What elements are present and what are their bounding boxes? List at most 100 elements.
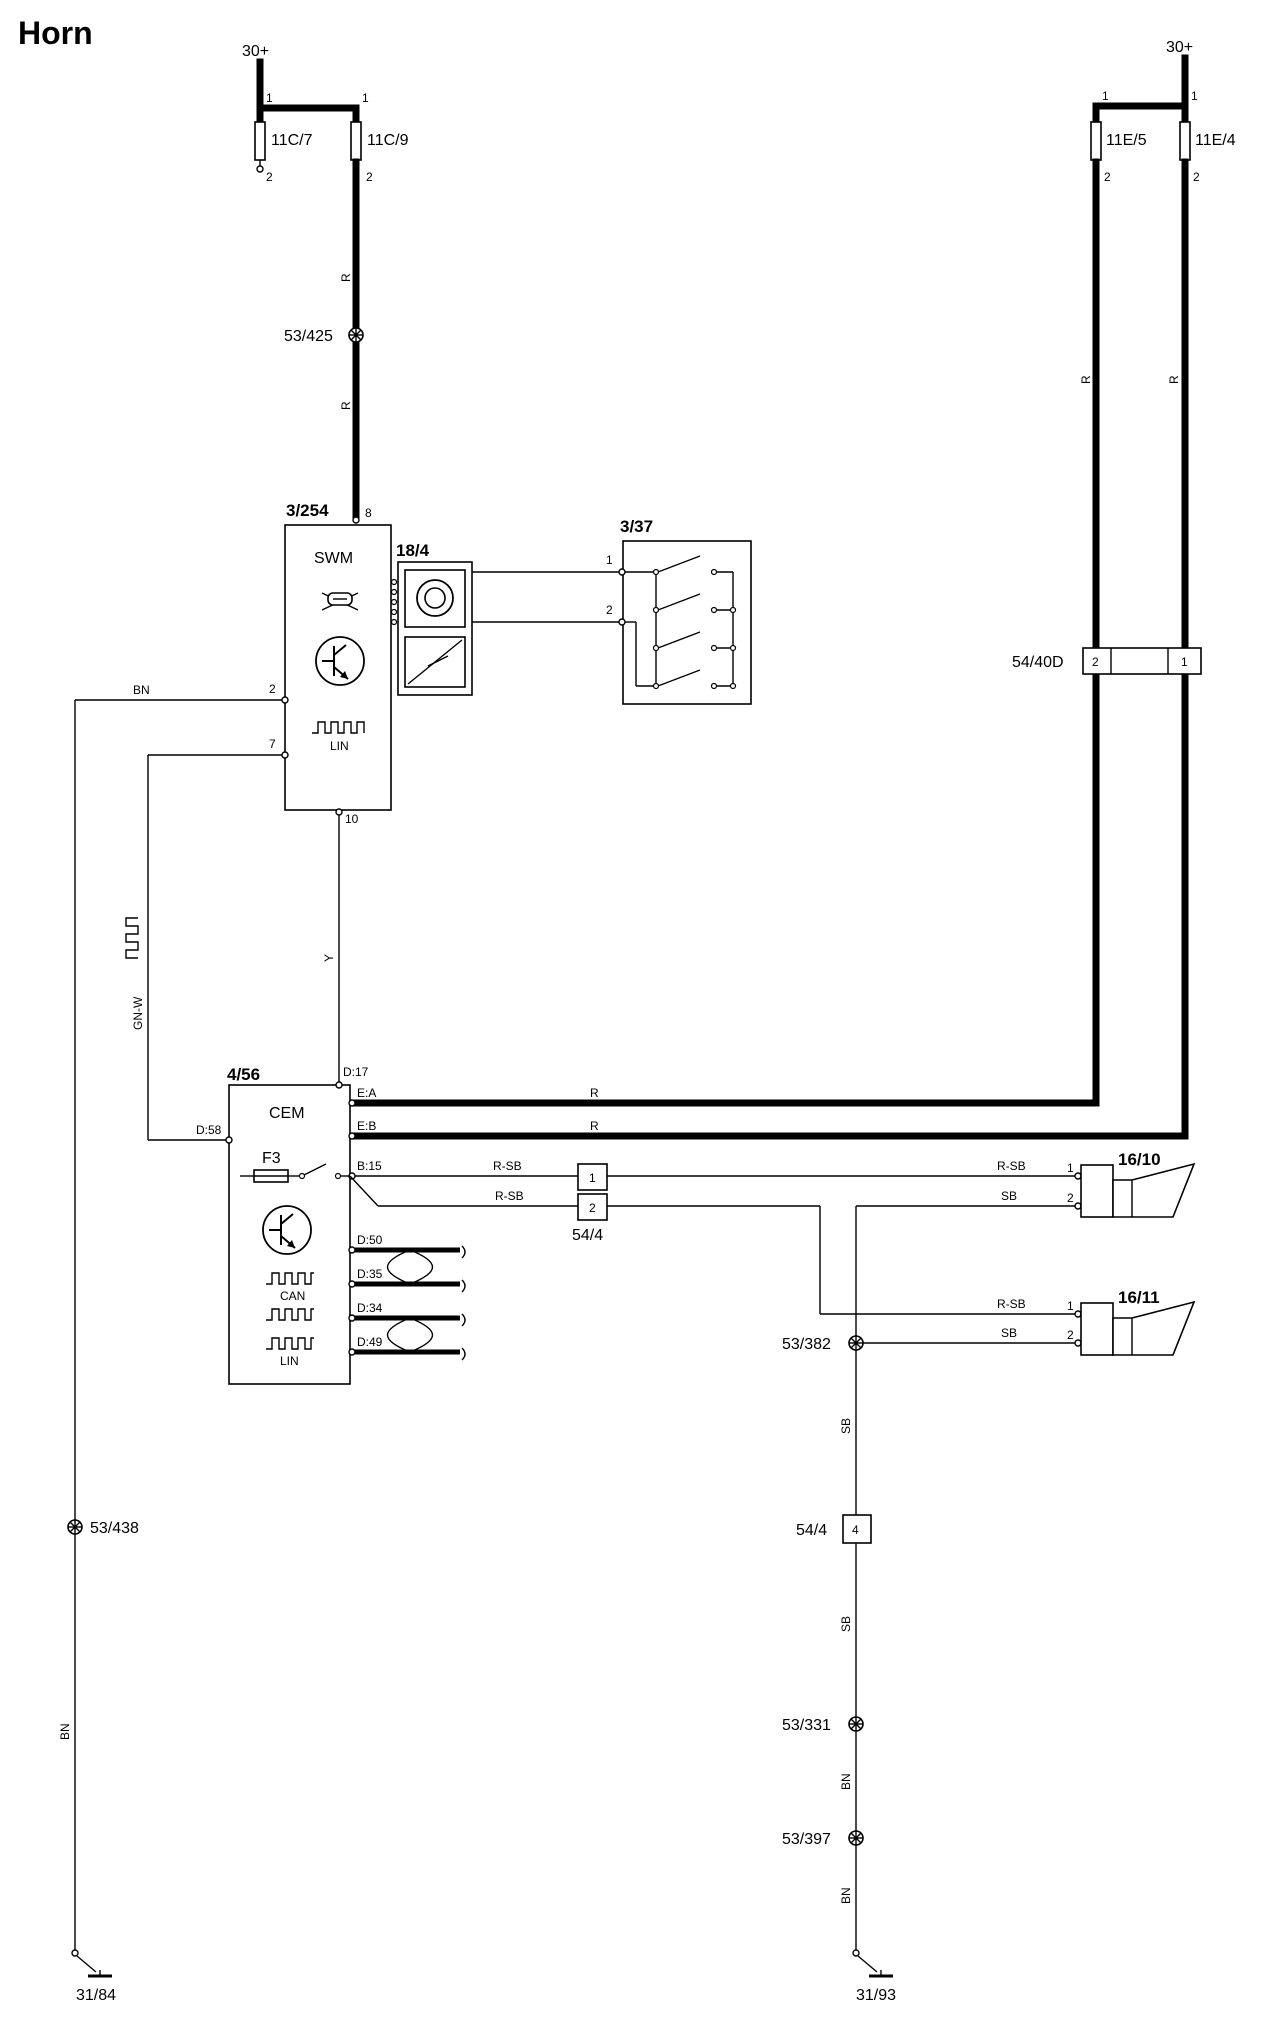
lamp-icon <box>321 592 359 611</box>
fuse-label-11e4: 11E/4 <box>1195 132 1236 149</box>
svg-text:R-SB: R-SB <box>493 1159 522 1173</box>
svg-text:2: 2 <box>606 603 613 617</box>
supply-label-right: 30+ <box>1166 39 1193 56</box>
cem-module: 4/56 CEM D:17 D:58 E:A E:B B:15 F3 <box>196 1065 383 1385</box>
horn-switch-label: 3/37 <box>620 517 653 536</box>
splice-label-53-438: 53/438 <box>90 1520 139 1537</box>
supply-right: 30+ <box>1092 39 1193 126</box>
svg-text:2: 2 <box>1193 170 1200 184</box>
svg-text:Y: Y <box>322 954 336 962</box>
can-bus-wires <box>355 1245 466 1361</box>
svg-text:E:A: E:A <box>357 1086 376 1100</box>
svg-text:D:17: D:17 <box>343 1065 369 1079</box>
horn-label-16-10: 16/10 <box>1118 1150 1161 1169</box>
supply-label-left: 30+ <box>242 43 269 60</box>
svg-text:2: 2 <box>1092 655 1099 669</box>
ground-31-93: 31/93 <box>852 1949 896 2004</box>
fuse-11c7: 1 2 11C/7 <box>254 91 313 184</box>
fuse-11c9: 1 2 11C/9 <box>350 91 409 184</box>
svg-text:1: 1 <box>266 91 273 105</box>
horn-label-16-11: 16/11 <box>1118 1288 1160 1307</box>
fuse-label-11e5: 11E/5 <box>1106 132 1147 149</box>
svg-text:B:15: B:15 <box>357 1159 382 1173</box>
switch-contacts <box>652 555 737 690</box>
swm-lin-label: LIN <box>330 739 349 753</box>
svg-text:D:34: D:34 <box>357 1301 383 1315</box>
cem-lin-label: LIN <box>280 1354 299 1368</box>
fuse-label-11c7: 11C/7 <box>271 132 313 149</box>
svg-text:2: 2 <box>1104 170 1111 184</box>
fuse-11e5: 1 2 11E/5 <box>1090 89 1147 184</box>
wire-y: Y <box>322 815 340 1083</box>
svg-text:R-SB: R-SB <box>997 1297 1026 1311</box>
svg-text:2: 2 <box>366 170 373 184</box>
svg-text:R: R <box>339 401 353 410</box>
connector-label-54-4-top: 54/4 <box>572 1227 603 1244</box>
svg-text:2: 2 <box>1067 1191 1074 1205</box>
svg-text:GN-W: GN-W <box>131 996 145 1030</box>
splice-label-53-382: 53/382 <box>782 1336 831 1353</box>
svg-text:R: R <box>590 1119 599 1133</box>
svg-text:SB: SB <box>1001 1326 1017 1340</box>
svg-text:1: 1 <box>1067 1299 1074 1313</box>
horn-16-10: 16/10 1 2 <box>1067 1150 1196 1218</box>
wire-r-sb: R-SB R-SB R-SB R-SB <box>349 1159 1075 1315</box>
cem-lin-pulse-icon <box>266 1337 314 1350</box>
supply-left: 30+ <box>242 43 360 126</box>
splice-label-53-397: 53/397 <box>782 1831 831 1848</box>
svg-text:D:35: D:35 <box>357 1267 383 1281</box>
diagram-title: Horn <box>18 15 93 51</box>
wire-lower-right: SB 53/331 BN 53/397 BN <box>782 1543 864 1950</box>
connector-54-4-top: 1 2 54/4 <box>572 1163 608 1244</box>
svg-text:1: 1 <box>1067 1161 1074 1175</box>
svg-text:R: R <box>339 273 353 282</box>
svg-text:1: 1 <box>1181 655 1188 669</box>
svg-text:SB: SB <box>839 1418 853 1434</box>
svg-text:4: 4 <box>852 1523 859 1537</box>
connector-54-4-bottom: 4 54/4 <box>796 1514 872 1544</box>
svg-text:BN: BN <box>133 683 150 697</box>
wire-r-to-swm: R R 53/425 8 <box>284 158 372 524</box>
svg-text:10: 10 <box>345 812 359 826</box>
cem-can-label: CAN <box>280 1289 305 1303</box>
splice-label-53-331: 53/331 <box>782 1717 831 1734</box>
svg-text:D:49: D:49 <box>357 1335 383 1349</box>
transistor-icon <box>315 636 365 686</box>
svg-text:1: 1 <box>606 553 613 567</box>
cem-name: CEM <box>269 1105 305 1122</box>
svg-text:SB: SB <box>839 1616 853 1632</box>
cem-fuse-label: F3 <box>262 1150 281 1167</box>
svg-text:R-SB: R-SB <box>997 1159 1026 1173</box>
svg-text:R-SB: R-SB <box>495 1189 524 1203</box>
connector-label-54-40d: 54/40D <box>1012 654 1064 671</box>
svg-text:R: R <box>1167 375 1181 384</box>
svg-text:D:58: D:58 <box>196 1123 222 1137</box>
cem-transistor-icon <box>262 1205 312 1255</box>
svg-text:1: 1 <box>589 1171 596 1185</box>
lin-pulse-icon <box>312 721 365 734</box>
svg-text:1: 1 <box>1102 89 1109 103</box>
svg-text:2: 2 <box>589 1201 596 1215</box>
svg-text:BN: BN <box>839 1773 853 1790</box>
fuse-icon <box>240 1163 350 1183</box>
svg-text:7: 7 <box>269 737 276 751</box>
cem-id-label: 4/56 <box>227 1065 260 1084</box>
swm-name: SWM <box>314 550 353 567</box>
swm-id-label: 3/254 <box>286 501 329 520</box>
wire-sb: SB SB SB 53/382 <box>782 1189 1075 1515</box>
lin-pulse-vertical-icon <box>125 917 139 959</box>
can-pulse-icon <box>266 1272 314 1321</box>
clock-spring-18-4: 18/4 <box>396 541 473 696</box>
svg-text:2: 2 <box>1067 1328 1074 1342</box>
splice-label-53-425: 53/425 <box>284 328 333 345</box>
horn-switch-3-37: 3/37 <box>618 517 752 705</box>
horn-16-11: 16/11 1 2 <box>1067 1288 1196 1356</box>
svg-text:1: 1 <box>362 91 369 105</box>
svg-text:BN: BN <box>839 1887 853 1904</box>
clock-spring-label: 18/4 <box>396 541 430 560</box>
svg-text:2: 2 <box>269 682 276 696</box>
ground-31-84: 31/84 <box>71 1949 116 2004</box>
svg-text:R: R <box>590 1086 599 1100</box>
svg-text:E:B: E:B <box>357 1119 376 1133</box>
